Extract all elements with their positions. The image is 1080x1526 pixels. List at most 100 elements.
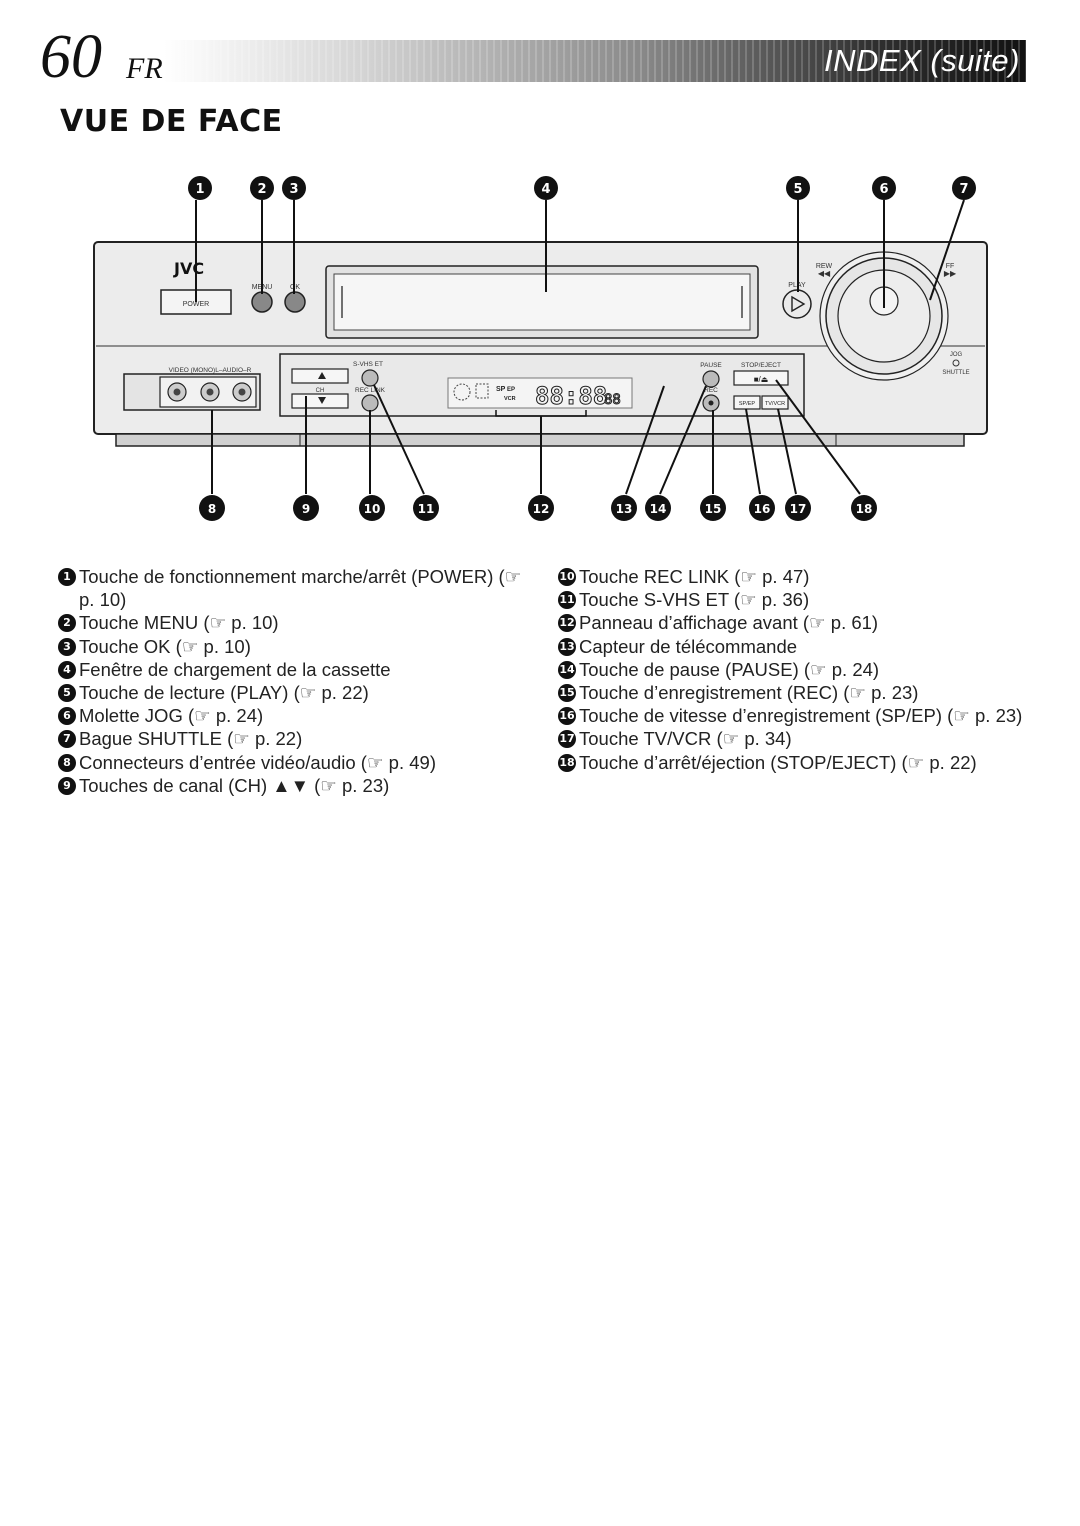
power-label: POWER [183, 301, 209, 308]
marker-14: 14 [645, 495, 671, 521]
marker-7: 7 [952, 176, 976, 200]
legend-text: Touches de canal (CH) ▲▼ (☞ p. 23) [79, 774, 390, 796]
svg-text:6: 6 [879, 182, 888, 197]
page-number: 60 [40, 23, 102, 91]
marker-10: 10 [359, 495, 385, 521]
svg-text:VIDEO (MONO)L–AUDIO–R: VIDEO (MONO)L–AUDIO–R [169, 367, 252, 374]
svg-text:CH: CH [316, 388, 325, 394]
marker-15: 15 [700, 495, 726, 521]
top-markers: 1 2 3 4 5 6 7 [188, 176, 976, 200]
vcr-body: JVC POWER MENU OK PLAY REW ◀◀ FF ▶▶ JOG … [93, 241, 988, 447]
display-panel [447, 377, 633, 409]
legend-number: 12 [558, 614, 576, 633]
legend-text: Capteur de télécommande [579, 635, 798, 657]
svg-text:3: 3 [289, 182, 298, 197]
bottom-markers: 8 9 10 11 12 13 14 15 16 17 18 [199, 495, 877, 521]
svg-text:▶▶: ▶▶ [944, 269, 957, 278]
page-language: FR [126, 52, 163, 85]
svg-text:88:88: 88:88 [535, 382, 607, 410]
legend-number: 9 [58, 776, 76, 795]
marker-9: 9 [293, 495, 319, 521]
legend-number: 14 [558, 660, 576, 679]
legend-text: Bague SHUTTLE (☞ p. 22) [79, 728, 303, 750]
legend-number: 16 [558, 707, 576, 726]
svg-text:14: 14 [650, 502, 667, 516]
legend-text: Touche de fonctionnement marche/arrêt (P… [79, 566, 522, 611]
legend-number: 2 [58, 614, 76, 633]
svg-text:PAUSE: PAUSE [700, 362, 722, 369]
stop-eject-button [733, 370, 789, 386]
svg-text:1: 1 [195, 182, 204, 197]
legend-text: Touche d’arrêt/éjection (STOP/EJECT) (☞ … [579, 751, 977, 773]
svg-text:18: 18 [856, 502, 873, 516]
legend-number: 13 [558, 637, 576, 656]
legend-text: Touche de lecture (PLAY) (☞ p. 22) [79, 682, 369, 704]
legend-number: 11 [558, 591, 576, 610]
svg-text:SP/EP: SP/EP [739, 401, 756, 407]
rec-link-button [361, 394, 379, 412]
header-gradient-bar [164, 40, 1026, 82]
svg-text:■/⏏: ■/⏏ [754, 375, 769, 384]
marker-18: 18 [851, 495, 877, 521]
marker-1: 1 [188, 176, 212, 200]
marker-2: 2 [250, 176, 274, 200]
legend-number: 8 [58, 753, 76, 772]
marker-12: 12 [528, 495, 554, 521]
svg-text:JOG: JOG [950, 352, 963, 358]
marker-13: 13 [611, 495, 637, 521]
marker-4: 4 [534, 176, 558, 200]
page-title: VUE DE FACE [60, 104, 283, 139]
svg-text:9: 9 [302, 502, 310, 516]
legend-number: 5 [58, 684, 76, 703]
legend-number: 1 [58, 568, 76, 586]
legend-text: Molette JOG (☞ p. 24) [79, 705, 264, 727]
legend-number: 7 [58, 730, 76, 749]
svg-text:VCR: VCR [504, 396, 516, 402]
marker-11: 11 [413, 495, 439, 521]
vcr-front-diagram: 1 2 3 4 5 6 7 JVC POWER MENU OK PLAY [93, 176, 988, 521]
ok-button [284, 291, 306, 313]
legend-text: Touche d’enregistrement (REC) (☞ p. 23) [579, 682, 919, 704]
section-index-title: INDEX (suite) [824, 43, 1020, 78]
legend-text: Touche TV/VCR (☞ p. 34) [579, 728, 792, 750]
svg-text:12: 12 [533, 502, 550, 516]
legend-text: Touche de vitesse d’enregistrement (SP/E… [579, 705, 1023, 727]
menu-button [251, 291, 273, 313]
header-stripes [164, 40, 1026, 82]
legend-number: 10 [558, 568, 576, 586]
marker-5: 5 [786, 176, 810, 200]
jvc-logo: JVC [173, 259, 204, 278]
svg-text:OK: OK [290, 284, 300, 291]
marker-16: 16 [749, 495, 775, 521]
svg-text:7: 7 [959, 182, 968, 197]
legend-number: 18 [558, 753, 576, 772]
svg-text:11: 11 [418, 502, 435, 516]
legend-text: Touche de pause (PAUSE) (☞ p. 24) [579, 658, 880, 680]
svg-text:S-VHS ET: S-VHS ET [353, 361, 383, 368]
legend-text: Touche REC LINK (☞ p. 47) [579, 566, 810, 587]
svg-text:REC LINK: REC LINK [355, 387, 386, 394]
svg-text:EP: EP [507, 387, 515, 393]
svg-text:17: 17 [790, 502, 807, 516]
marker-8: 8 [199, 495, 225, 521]
legend-number: 17 [558, 730, 576, 749]
svhs-et-button [361, 369, 379, 387]
legend-number: 15 [558, 684, 576, 703]
legend-text: Touche S-VHS ET (☞ p. 36) [579, 589, 810, 611]
